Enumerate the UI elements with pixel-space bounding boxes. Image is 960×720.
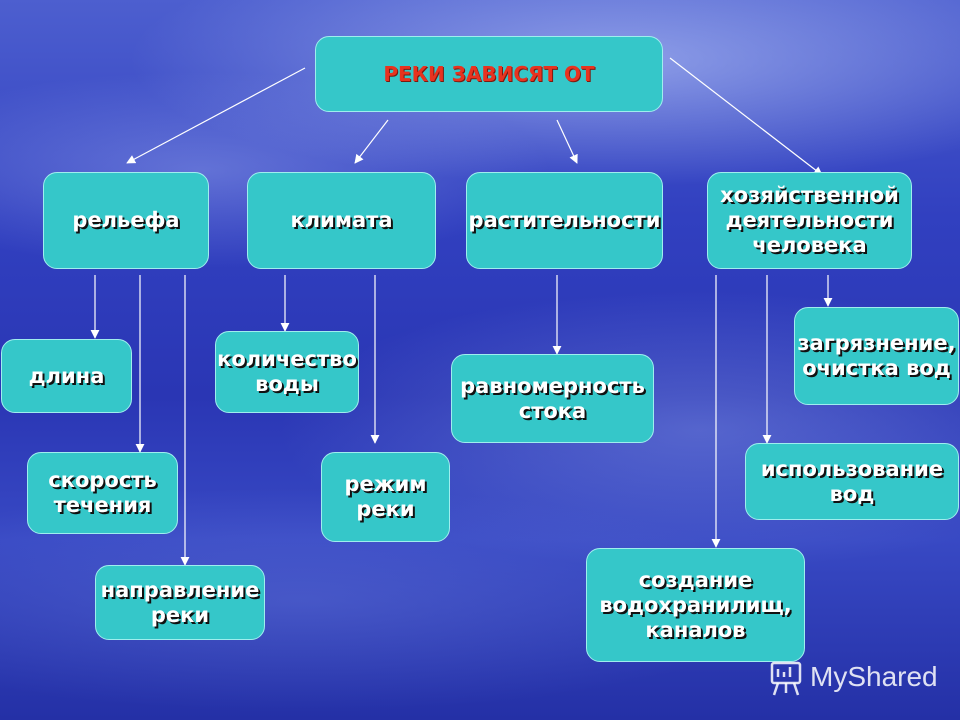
arrow-title-to-human bbox=[669, 57, 823, 176]
effect-reservoirs-label: создание водохранилищ, каналов bbox=[599, 567, 792, 642]
title-box: РЕКИ ЗАВИСЯТ ОТ bbox=[315, 36, 663, 112]
diagram-title: РЕКИ ЗАВИСЯТ ОТ bbox=[383, 61, 595, 86]
factor-vegetation-label: растительности bbox=[468, 208, 661, 232]
effect-water-amount: количество воды bbox=[215, 331, 359, 413]
factor-relief: рельефа bbox=[43, 172, 209, 269]
factor-climate-label: климата bbox=[290, 208, 393, 232]
factor-human: хозяйственной деятельности человека bbox=[707, 172, 912, 269]
effect-water-use-label: использование вод bbox=[760, 456, 944, 506]
effect-regime: режим реки bbox=[321, 452, 450, 542]
factor-human-label: хозяйственной деятельности человека bbox=[720, 183, 899, 257]
watermark: MyShared bbox=[768, 655, 948, 699]
arrow-title-to-vegetation bbox=[556, 119, 578, 164]
factor-relief-label: рельефа bbox=[72, 208, 180, 232]
effect-direction: направление реки bbox=[95, 565, 265, 640]
factor-climate: климата bbox=[247, 172, 436, 269]
factor-vegetation: растительности bbox=[466, 172, 663, 269]
effect-water-amount-label: количество воды bbox=[217, 347, 357, 396]
arrow-title-to-climate bbox=[354, 119, 389, 164]
effect-direction-label: направление реки bbox=[100, 577, 260, 627]
effect-flow-uniformity-label: равномерность стока bbox=[460, 373, 645, 423]
effect-length-label: длина bbox=[28, 363, 105, 388]
effect-flow-speed-label: скорость течения bbox=[48, 468, 157, 517]
effect-reservoirs: создание водохранилищ, каналов bbox=[586, 548, 805, 662]
effect-pollution: загрязнение, очистка вод bbox=[794, 307, 959, 405]
effect-length: длина bbox=[1, 339, 132, 413]
arrow-title-to-relief bbox=[126, 67, 306, 164]
effect-regime-label: режим реки bbox=[344, 472, 427, 521]
presentation-board-icon bbox=[770, 661, 802, 696]
watermark-brand: MyShared bbox=[810, 661, 938, 692]
effect-flow-speed: скорость течения bbox=[27, 452, 178, 534]
effect-pollution-label: загрязнение, очистка вод bbox=[797, 331, 956, 380]
effect-water-use: использование вод bbox=[745, 443, 959, 520]
effect-flow-uniformity: равномерность стока bbox=[451, 354, 654, 443]
